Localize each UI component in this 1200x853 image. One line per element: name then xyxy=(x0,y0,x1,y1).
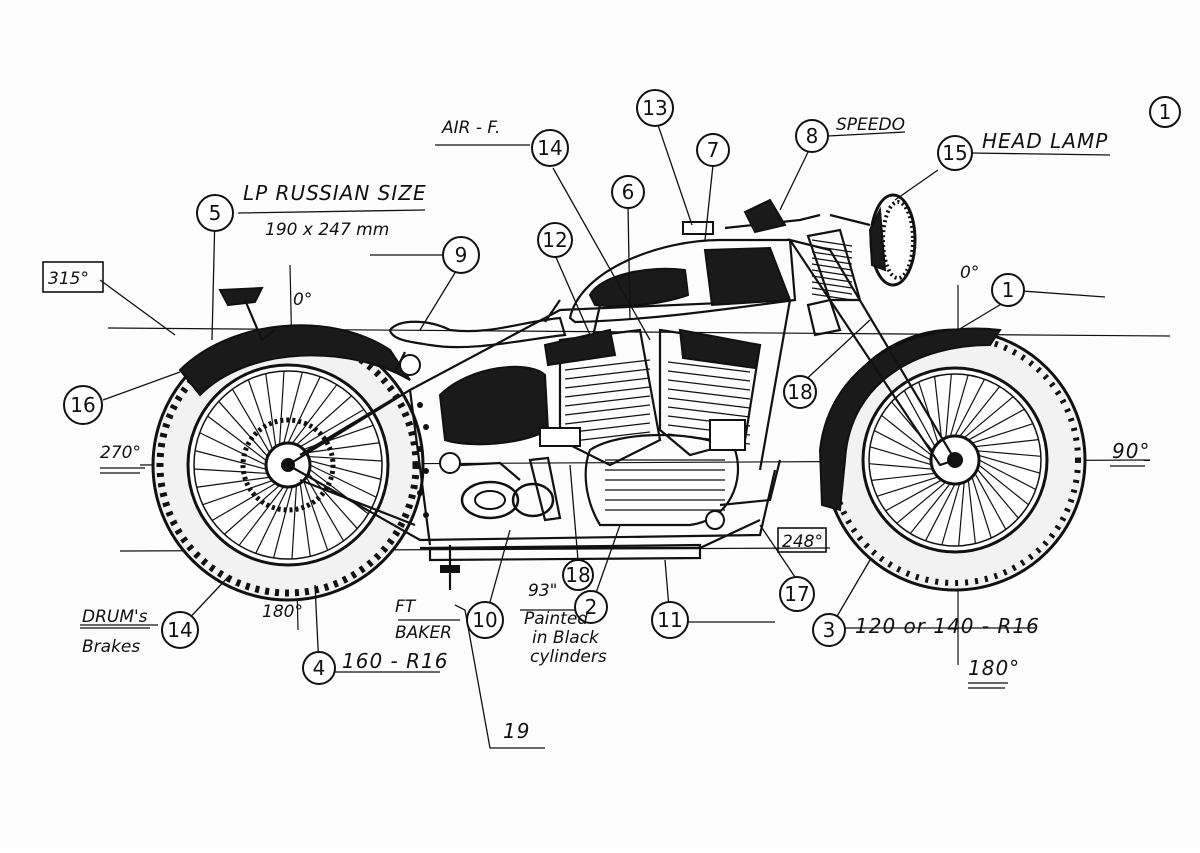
label-head-lamp: HEAD LAMP xyxy=(982,129,1108,153)
svg-text:4: 4 xyxy=(313,656,326,680)
callout-9: 9 xyxy=(442,236,480,274)
svg-text:14: 14 xyxy=(537,136,562,160)
headlamp xyxy=(868,193,917,287)
callout-5: 5 xyxy=(196,194,234,232)
svg-text:1: 1 xyxy=(1002,278,1015,302)
label-drums-line2: Brakes xyxy=(82,637,140,657)
angle-180-front: 180° xyxy=(968,656,1020,680)
callout-18-lower: 18 xyxy=(562,559,594,591)
label-lp-size-line1: LP RUSSIAN SIZE xyxy=(243,181,427,205)
sheet-number: 1 xyxy=(1149,96,1181,128)
label-ft: FT xyxy=(395,597,417,617)
tail-lamp xyxy=(218,286,276,342)
svg-text:3: 3 xyxy=(823,618,836,642)
svg-text:2: 2 xyxy=(585,595,598,619)
label-lp-size-line2: 190 x 247 mm xyxy=(265,220,389,240)
angle-315: 315° xyxy=(42,261,104,293)
oil-tank xyxy=(438,365,550,446)
angle-270: 270° xyxy=(100,443,141,463)
svg-text:14: 14 xyxy=(167,618,192,642)
callout-10: 10 xyxy=(466,601,504,639)
callout-18-frame: 18 xyxy=(783,375,817,409)
label-93-inch: 93" xyxy=(528,581,557,601)
exhaust xyxy=(417,402,702,562)
label-painted-line3: cylinders xyxy=(530,647,607,667)
callout-1: 1 xyxy=(991,273,1025,307)
callout-14-air-filter: 14 xyxy=(531,129,569,167)
svg-text:8: 8 xyxy=(806,124,819,148)
svg-text:6: 6 xyxy=(622,180,635,204)
svg-text:10: 10 xyxy=(472,608,497,632)
rear-shock xyxy=(299,394,461,527)
callout-8: 8 xyxy=(795,119,829,153)
label-painted-line2: in Black xyxy=(532,628,600,648)
callout-3: 3 xyxy=(812,613,846,647)
angle-0-front: 0° xyxy=(960,263,979,283)
angle-180-rear: 180° xyxy=(262,602,303,622)
leader-lines xyxy=(80,124,1111,749)
svg-text:18: 18 xyxy=(565,563,590,587)
svg-text:315°: 315° xyxy=(48,269,89,289)
svg-text:18: 18 xyxy=(787,380,812,404)
svg-text:12: 12 xyxy=(542,228,567,252)
label-drums-line1: DRUM's xyxy=(82,607,148,627)
label-painted-line1: Painted xyxy=(524,609,588,629)
callout-16: 16 xyxy=(63,385,103,425)
callout-12: 12 xyxy=(537,222,573,258)
label-bottom-number: 19 xyxy=(503,719,530,743)
svg-text:248°: 248° xyxy=(782,532,823,552)
rear-fender xyxy=(178,324,411,397)
front-forks xyxy=(724,198,957,467)
angle-0-rear: 0° xyxy=(293,290,312,310)
label-speedo: SPEEDO xyxy=(836,115,905,135)
svg-text:1: 1 xyxy=(1159,100,1172,124)
callout-2: 2 xyxy=(574,590,608,624)
callout-4: 4 xyxy=(302,651,336,685)
label-front-tire-size: 120 or 140 - R16 xyxy=(855,614,1040,638)
seat xyxy=(388,299,567,376)
transmission xyxy=(440,427,782,590)
callout-13: 13 xyxy=(636,89,674,127)
label-air-filter: AIR - F. xyxy=(441,118,500,138)
engine xyxy=(543,328,762,527)
front-fender xyxy=(818,327,1002,512)
callout-15: 15 xyxy=(937,135,973,171)
callout-6: 6 xyxy=(611,175,645,209)
callout-14-drum-brakes: 14 xyxy=(161,611,199,649)
svg-text:11: 11 xyxy=(657,608,682,632)
angle-90: 90° xyxy=(1112,439,1150,463)
label-baker: BAKER xyxy=(395,623,452,643)
svg-text:17: 17 xyxy=(784,582,809,606)
callout-17: 17 xyxy=(779,576,815,612)
svg-text:9: 9 xyxy=(455,243,468,267)
svg-text:13: 13 xyxy=(642,96,667,120)
callout-7: 7 xyxy=(696,133,730,167)
svg-text:15: 15 xyxy=(942,141,967,165)
label-rear-tire-size: 160 - R16 xyxy=(342,649,448,673)
angle-248: 248° xyxy=(777,527,827,553)
callout-11: 11 xyxy=(651,601,689,639)
svg-text:5: 5 xyxy=(209,201,222,225)
svg-text:7: 7 xyxy=(707,138,720,162)
svg-text:16: 16 xyxy=(70,393,95,417)
